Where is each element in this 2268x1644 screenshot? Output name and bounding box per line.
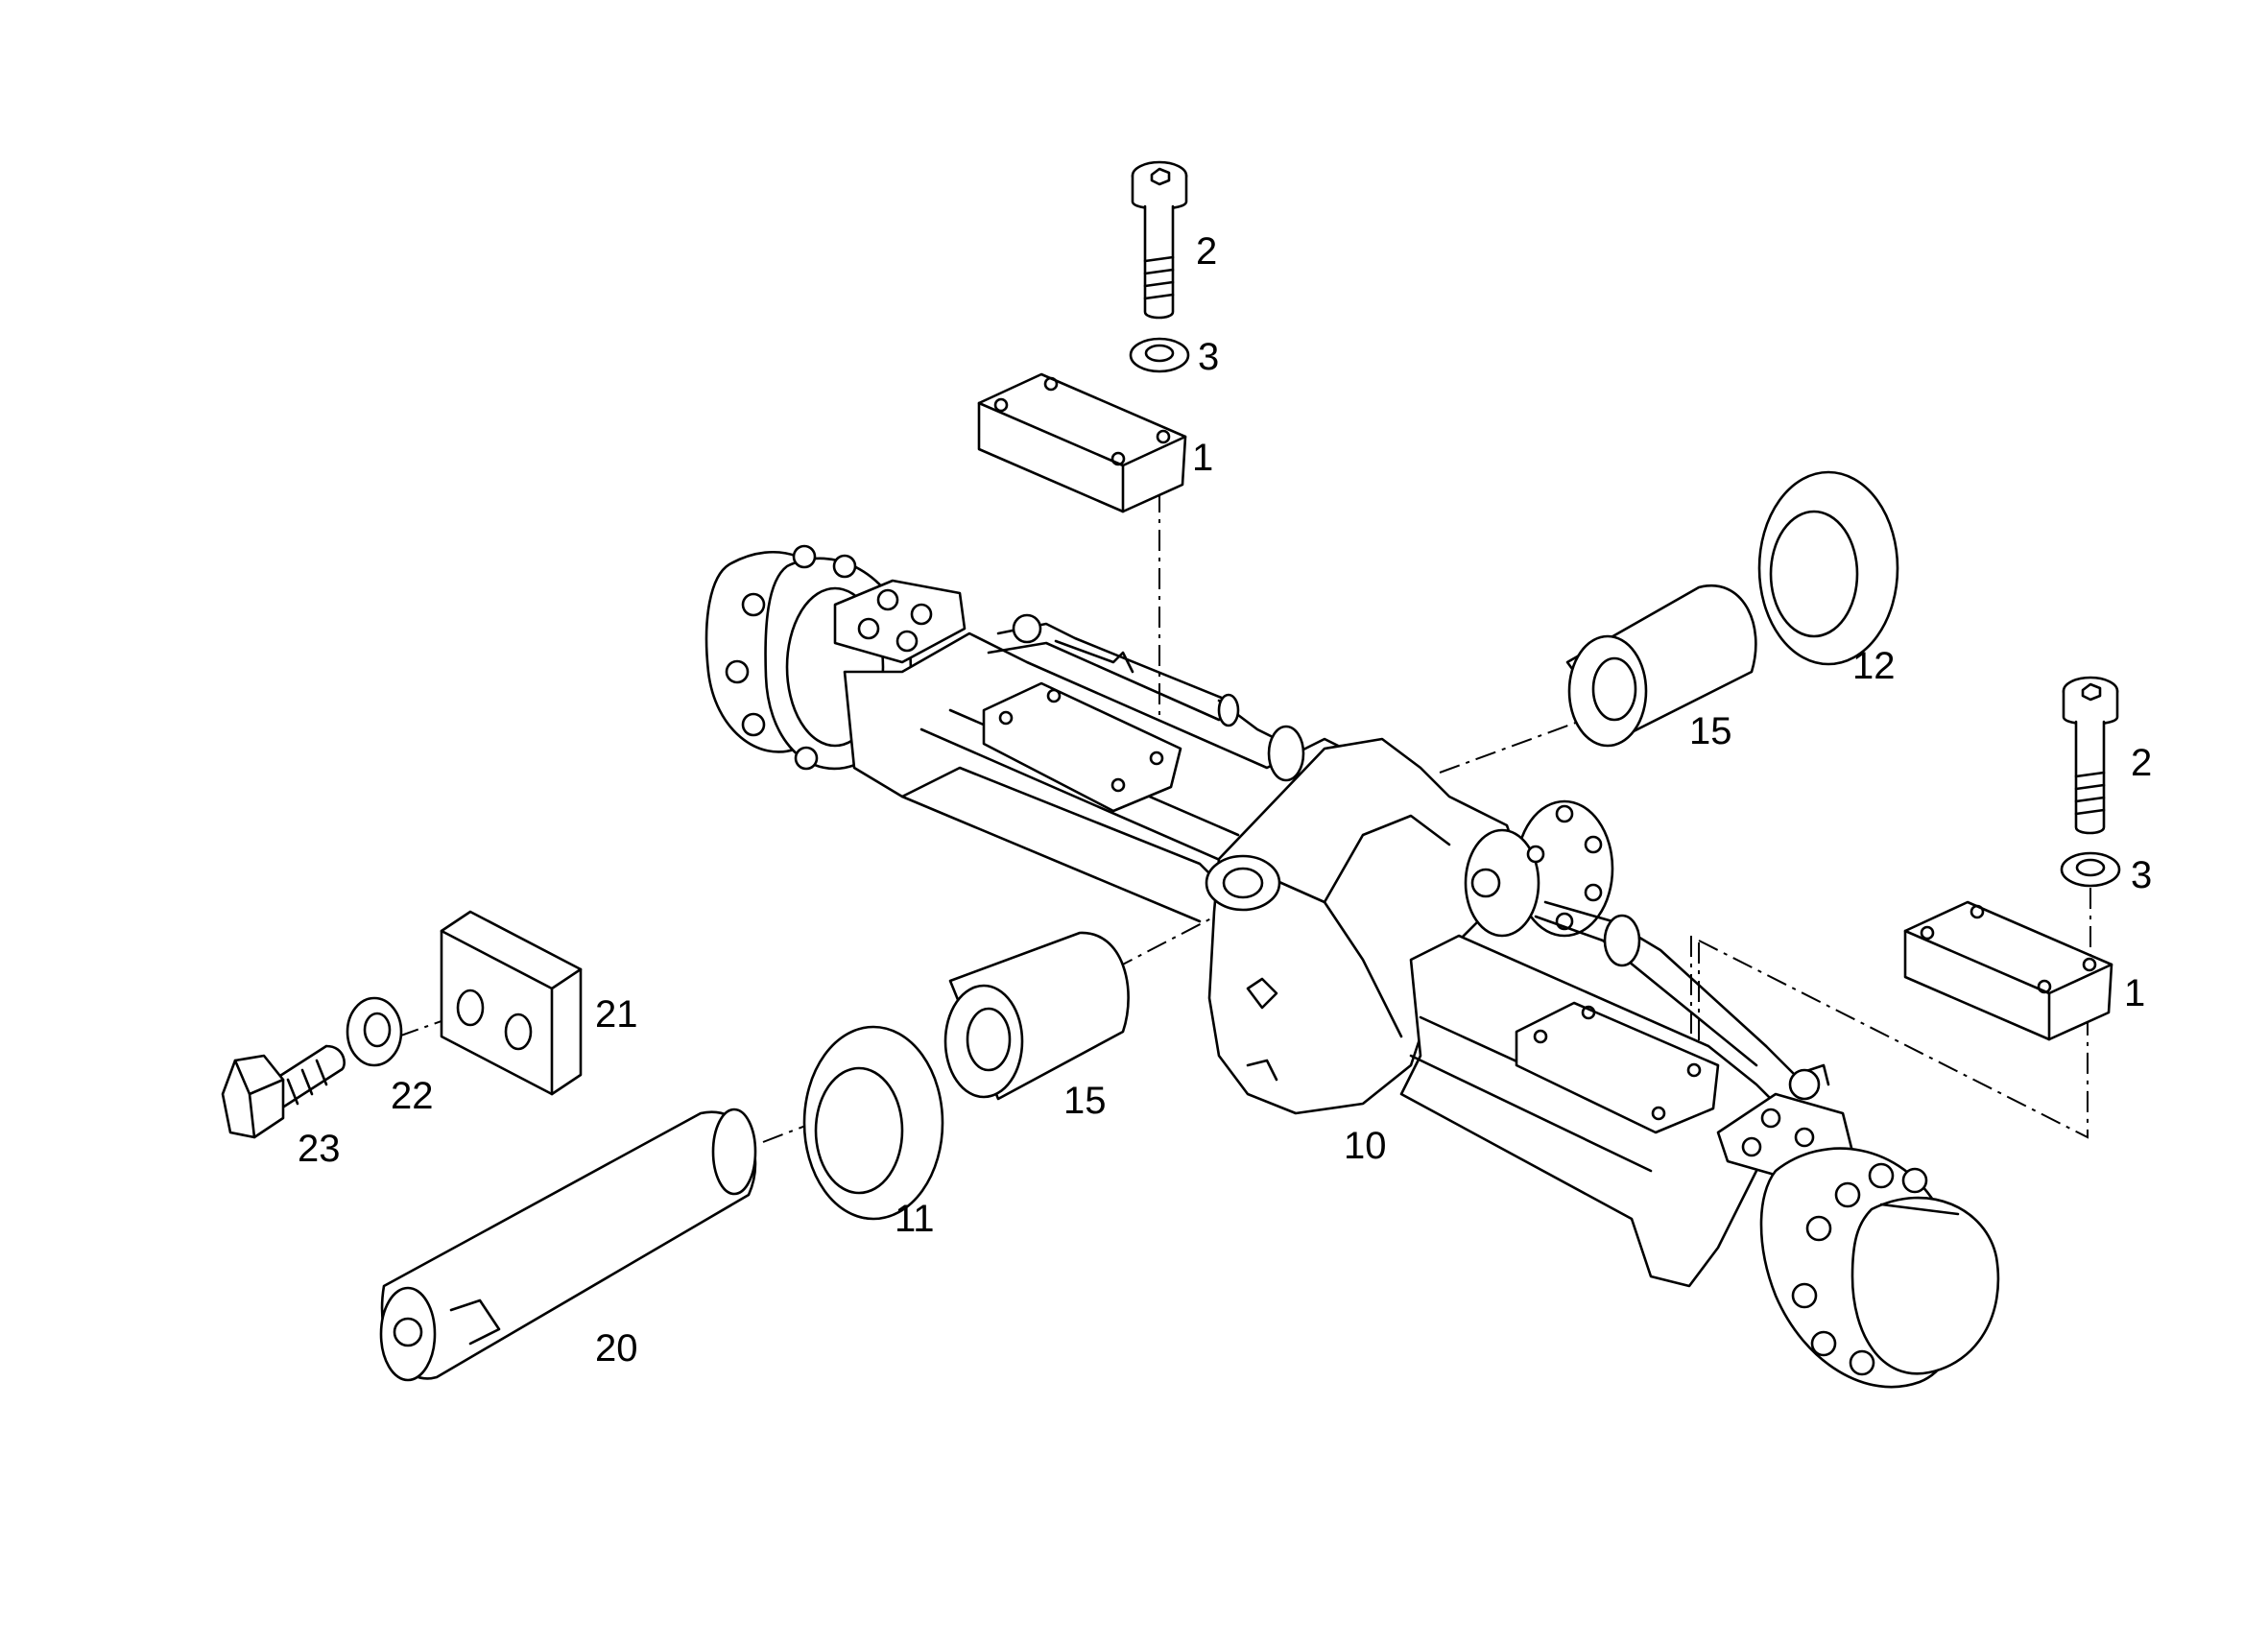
top-bolt bbox=[1131, 160, 1188, 320]
front-ring bbox=[802, 1025, 944, 1221]
label-front-bushing: 15 bbox=[1063, 1080, 1107, 1122]
label-top-washer: 3 bbox=[1198, 336, 1219, 378]
small-washer bbox=[346, 996, 403, 1067]
rear-ring bbox=[1757, 470, 1899, 666]
right-washer bbox=[2060, 851, 2121, 888]
callout-labels: 2 3 1 12 15 2 3 1 21 22 23 15 10 11 20 bbox=[298, 230, 2152, 1370]
front-bushing bbox=[943, 931, 1130, 1101]
label-rear-ring: 12 bbox=[1852, 645, 1896, 687]
hex-bolt bbox=[221, 1044, 346, 1139]
label-front-ring: 11 bbox=[895, 1198, 935, 1240]
top-mount-plate bbox=[977, 372, 1187, 513]
label-pin: 20 bbox=[595, 1327, 638, 1370]
label-rear-bushing: 15 bbox=[1689, 710, 1732, 752]
pivot-pin bbox=[379, 1108, 757, 1382]
label-right-plate: 1 bbox=[2124, 972, 2145, 1014]
top-washer bbox=[1129, 337, 1190, 373]
label-top-bolt: 2 bbox=[1196, 230, 1217, 273]
stop-block bbox=[440, 910, 583, 1096]
label-right-washer: 3 bbox=[2131, 854, 2152, 896]
label-right-bolt: 2 bbox=[2131, 742, 2152, 784]
rear-bushing bbox=[1565, 584, 1757, 748]
axle-housing bbox=[704, 544, 2000, 1389]
label-axle: 10 bbox=[1344, 1125, 1387, 1167]
label-block: 21 bbox=[595, 993, 638, 1036]
label-small-washer: 22 bbox=[391, 1075, 434, 1117]
right-bolt bbox=[2062, 676, 2119, 835]
right-mount-plate bbox=[1903, 900, 2113, 1041]
label-top-plate: 1 bbox=[1192, 437, 1213, 479]
label-hex-bolt: 23 bbox=[298, 1128, 341, 1170]
